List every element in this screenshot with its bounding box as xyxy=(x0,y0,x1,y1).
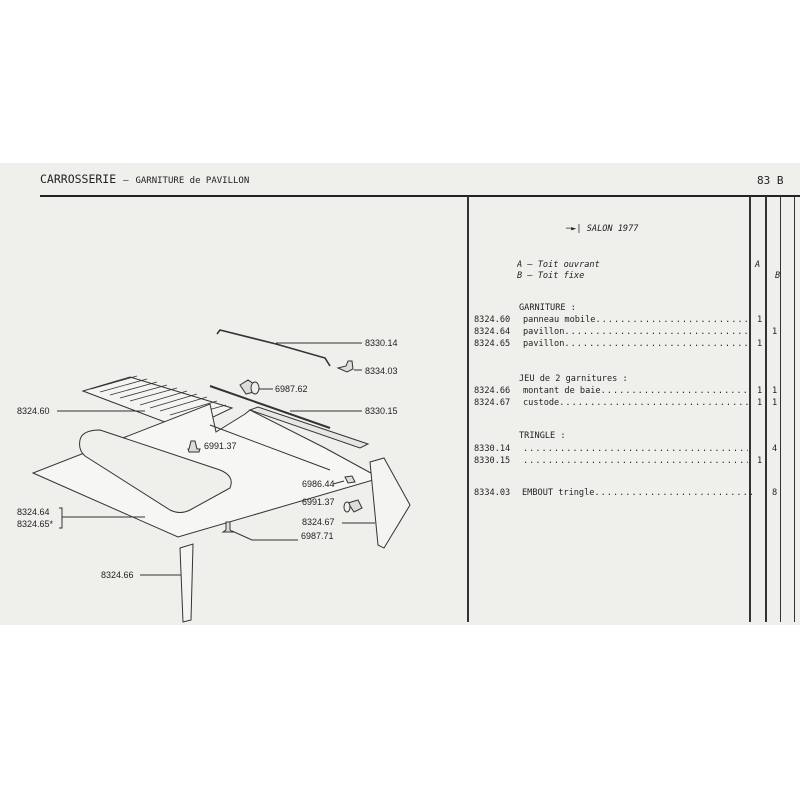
part-description: EMBOUT tringle..........................… xyxy=(522,488,752,498)
variant-mark: A xyxy=(755,260,761,270)
end-cap-8334-03 xyxy=(336,360,354,373)
part-description: custode.................................… xyxy=(523,398,748,408)
column-divider xyxy=(467,196,469,622)
headliner-8324-64 xyxy=(31,403,382,538)
qty-b: 8 xyxy=(772,488,778,498)
callout-8334-03: 8334.03 xyxy=(365,366,398,376)
dot-leader: ........................................… xyxy=(564,339,748,349)
variant-label: B – Toit fixe xyxy=(517,271,585,281)
dot-leader: ........................................… xyxy=(523,456,748,466)
part-ref: 8324.67 xyxy=(474,398,511,408)
qty-a: 1 xyxy=(757,398,763,408)
rod-8330-15 xyxy=(209,385,331,429)
qty-column-line xyxy=(780,196,781,622)
description-text: EMBOUT tringle xyxy=(522,488,595,498)
dot-leader: ........................................… xyxy=(523,444,748,454)
description-text: pavillon xyxy=(523,339,565,349)
part-ref: 8324.60 xyxy=(474,315,511,325)
callout-6987-62: 6987.62 xyxy=(275,384,308,394)
part-ref: 8324.64 xyxy=(474,327,511,337)
pillar-trim-8324-66 xyxy=(179,543,194,623)
qty-b: 1 xyxy=(772,327,778,337)
header-rule xyxy=(40,195,800,197)
exploded-diagram xyxy=(31,329,411,623)
dot-leader: ........................................… xyxy=(595,315,748,325)
part-description: pavillon................................… xyxy=(523,327,748,337)
rod-8330-14 xyxy=(216,329,331,367)
leader-line xyxy=(231,530,298,541)
clip-6991-37-b xyxy=(347,499,363,513)
clip-6991-37 xyxy=(187,440,201,453)
description-text: pavillon xyxy=(523,327,565,337)
callout-6991-37: 6991.37 xyxy=(204,441,237,451)
part-ref: 8330.14 xyxy=(474,444,511,454)
part-ref: 8330.15 xyxy=(474,456,511,466)
variant-label: A – Toit ouvrant xyxy=(517,260,600,270)
clip-6987-71 xyxy=(221,521,235,533)
group-heading: JEU de 2 garnitures : xyxy=(519,374,628,384)
dot-leader: ........................................… xyxy=(559,398,748,408)
dot-leader: ........................................… xyxy=(594,488,752,498)
callout-6987-71: 6987.71 xyxy=(301,531,334,541)
callout-8330-15: 8330.15 xyxy=(365,406,398,416)
description-text: panneau mobile xyxy=(523,315,596,325)
callout-8330-14: 8330.14 xyxy=(365,338,398,348)
part-description: ........................................… xyxy=(523,456,748,466)
qty-b: 4 xyxy=(772,444,778,454)
callout-8324-66: 8324.66 xyxy=(101,570,134,580)
callout-8324-67: 8324.67 xyxy=(302,517,335,527)
callout-8324-64: 8324.64 xyxy=(17,507,50,517)
qty-column-line xyxy=(794,196,795,622)
group-heading: TRINGLE : xyxy=(519,431,566,441)
part-ref: 8324.65 xyxy=(474,339,511,349)
qty-b: 1 xyxy=(772,386,778,396)
part-description: pavillon................................… xyxy=(523,339,748,349)
part-description: panneau mobile..........................… xyxy=(523,315,748,325)
part-ref: 8324.66 xyxy=(474,386,511,396)
clip-6986-44 xyxy=(344,475,356,484)
arrow-stop-icon: ─►| xyxy=(566,224,582,234)
part-description: ........................................… xyxy=(523,444,748,454)
part-description: montant de baie.........................… xyxy=(523,386,748,396)
qty-column-line xyxy=(765,196,767,622)
dot-leader: ........................................… xyxy=(564,327,748,337)
callout-8324-65: 8324.65* xyxy=(17,519,54,529)
qty-a: 1 xyxy=(757,386,763,396)
description-text: montant de baie xyxy=(523,386,601,396)
quarter-trim-8324-67 xyxy=(369,457,411,549)
callout-6986-44: 6986.44 xyxy=(302,479,335,489)
part-ref: 8334.03 xyxy=(474,488,511,498)
salon-note: ─►| SALON 1977 xyxy=(566,224,639,234)
qty-a: 1 xyxy=(757,339,763,349)
rail-strip xyxy=(248,406,370,449)
page-number: 83 B xyxy=(757,174,784,187)
callout-6991-37-b: 6991.37 xyxy=(302,497,335,507)
page-title: CARROSSERIE – GARNITURE de PAVILLON xyxy=(40,172,250,186)
qty-a: 1 xyxy=(757,315,763,325)
qty-b: 1 xyxy=(772,398,778,408)
leader-line xyxy=(332,480,345,485)
callout-8324-60: 8324.60 xyxy=(17,406,50,416)
description-text: custode xyxy=(523,398,560,408)
qty-a: 1 xyxy=(757,456,763,466)
dot-leader: ........................................… xyxy=(600,386,748,396)
group-heading: GARNITURE : xyxy=(519,303,576,313)
qty-column-line xyxy=(749,196,751,622)
variant-mark: B xyxy=(775,271,781,281)
